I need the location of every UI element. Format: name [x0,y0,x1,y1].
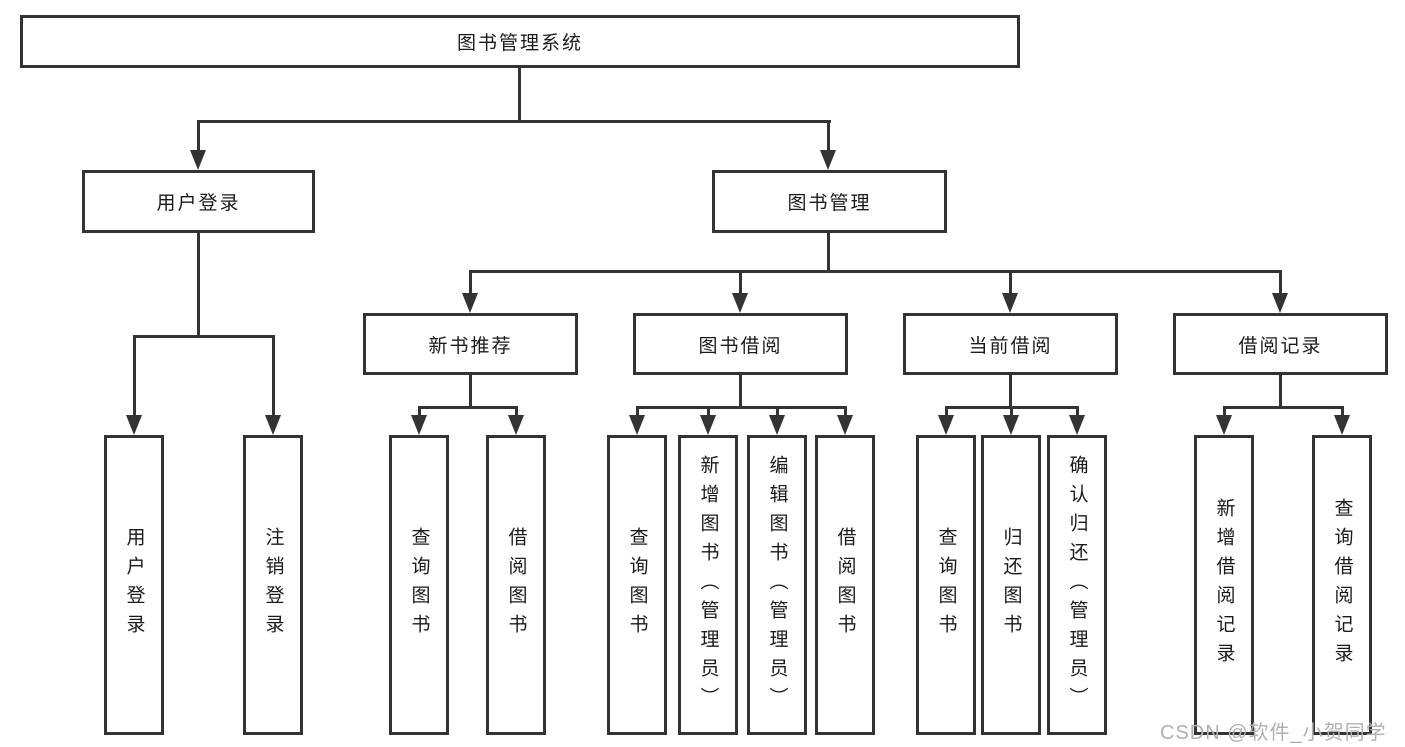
connector-drop-leaf-user-login [133,335,136,417]
leaf-cb-confirm-return-admin: 确认归还（管理员） [1047,435,1107,735]
connector-current-borrow-stem [1009,375,1012,409]
connector-borrow-records-stem [1279,375,1282,409]
node-user-login: 用户登录 [82,170,315,233]
connector-drop-leaf-logout [272,335,275,417]
leaf-bb-borrow-books: 借阅图书 [815,435,875,735]
connector-root-stem [518,68,521,120]
connector-user-login-branch [133,335,274,338]
arrowhead-bb-edit [769,415,785,435]
node-new-book-recommend-label: 新书推荐 [428,335,513,357]
leaf-bb-query-books: 查询图书 [607,435,667,735]
connector-borrow-records-branch [1223,406,1344,409]
node-book-management: 图书管理 [712,170,947,233]
leaf-cb-return-books-label: 归还图书 [1000,527,1022,643]
connector-drop-nb-query [418,406,421,418]
node-root-label: 图书管理系统 [456,33,583,54]
connector-new-book-stem [469,375,472,409]
arrowhead-current-borrow [1002,293,1018,313]
connector-drop-bb-edit [776,406,779,418]
connector-root-branch [197,120,831,123]
leaf-br-query-record: 查询借阅记录 [1312,435,1372,735]
connector-drop-borrow-records [1279,270,1282,295]
leaf-user-login-label: 用户登录 [123,527,145,643]
leaf-logout: 注销登录 [243,435,303,735]
connector-user-login-stem [197,233,200,335]
node-borrow-records-label: 借阅记录 [1238,335,1323,357]
leaf-br-add-record-label: 新增借阅记录 [1213,498,1235,672]
connector-book-management-branch [469,270,1282,273]
node-book-borrow-label: 图书借阅 [698,335,783,357]
node-new-book-recommend: 新书推荐 [363,313,578,375]
leaf-bb-borrow-books-label: 借阅图书 [834,527,856,643]
connector-new-book-branch [418,406,518,409]
leaf-cb-query-books-label: 查询图书 [935,527,957,643]
leaf-bb-edit-books-admin-label: 编辑图书（管理员） [766,454,788,716]
connector-drop-cb-query [945,406,948,418]
arrowhead-leaf-user-login [126,415,142,435]
csdn-watermark: CSDN @软件_小贺同学 [1160,722,1387,744]
arrowhead-nb-query [411,415,427,435]
leaf-br-query-record-label: 查询借阅记录 [1331,498,1353,672]
arrowhead-new-book [462,293,478,313]
connector-book-management-stem [827,233,830,273]
node-current-borrow-label: 当前借阅 [968,335,1053,357]
leaf-nb-query-books: 查询图书 [389,435,449,735]
connector-drop-bb-add [707,406,710,418]
connector-drop-br-add [1223,406,1226,418]
connector-drop-bb-borrow [844,406,847,418]
leaf-bb-add-books-admin-label: 新增图书（管理员） [697,454,719,716]
connector-drop-new-book [469,270,472,295]
leaf-nb-query-books-label: 查询图书 [408,527,430,643]
leaf-bb-edit-books-admin: 编辑图书（管理员） [747,435,807,735]
connector-drop-cb-confirm [1076,406,1079,418]
arrowhead-book-management [820,150,836,170]
connector-drop-cb-return [1010,406,1013,418]
leaf-cb-return-books: 归还图书 [981,435,1041,735]
leaf-user-login: 用户登录 [104,435,164,735]
leaf-nb-borrow-books: 借阅图书 [486,435,546,735]
arrowhead-nb-borrow [508,415,524,435]
connector-drop-book-management [827,120,830,152]
arrowhead-br-query [1334,415,1350,435]
leaf-cb-confirm-return-admin-label: 确认归还（管理员） [1066,454,1088,716]
arrowhead-user-login [190,150,206,170]
node-root-library-system: 图书管理系统 [20,15,1020,68]
arrowhead-cb-confirm [1069,415,1085,435]
connector-book-borrow-stem [739,375,742,409]
arrowhead-br-add [1216,415,1232,435]
arrowhead-bb-query [629,415,645,435]
arrowhead-book-borrow [732,293,748,313]
leaf-logout-label: 注销登录 [262,527,284,643]
arrowhead-cb-query [938,415,954,435]
connector-drop-book-borrow [739,270,742,295]
node-current-borrow: 当前借阅 [903,313,1118,375]
connector-drop-bb-query [636,406,639,418]
arrowhead-cb-return [1003,415,1019,435]
connector-drop-nb-borrow [515,406,518,418]
connector-drop-user-login [197,120,200,152]
node-book-borrow: 图书借阅 [633,313,848,375]
leaf-bb-query-books-label: 查询图书 [626,527,648,643]
leaf-cb-query-books: 查询图书 [916,435,976,735]
leaf-bb-add-books-admin: 新增图书（管理员） [678,435,738,735]
connector-drop-current-borrow [1009,270,1012,295]
leaf-nb-borrow-books-label: 借阅图书 [505,527,527,643]
node-book-management-label: 图书管理 [787,193,872,214]
connector-book-borrow-branch [636,406,847,409]
leaf-br-add-record: 新增借阅记录 [1194,435,1254,735]
arrowhead-bb-borrow [837,415,853,435]
arrowhead-leaf-logout [265,415,281,435]
node-user-login-label: 用户登录 [156,193,241,214]
connector-drop-br-query [1341,406,1344,418]
arrowhead-bb-add [700,415,716,435]
arrowhead-borrow-records [1272,293,1288,313]
node-borrow-records: 借阅记录 [1173,313,1388,375]
